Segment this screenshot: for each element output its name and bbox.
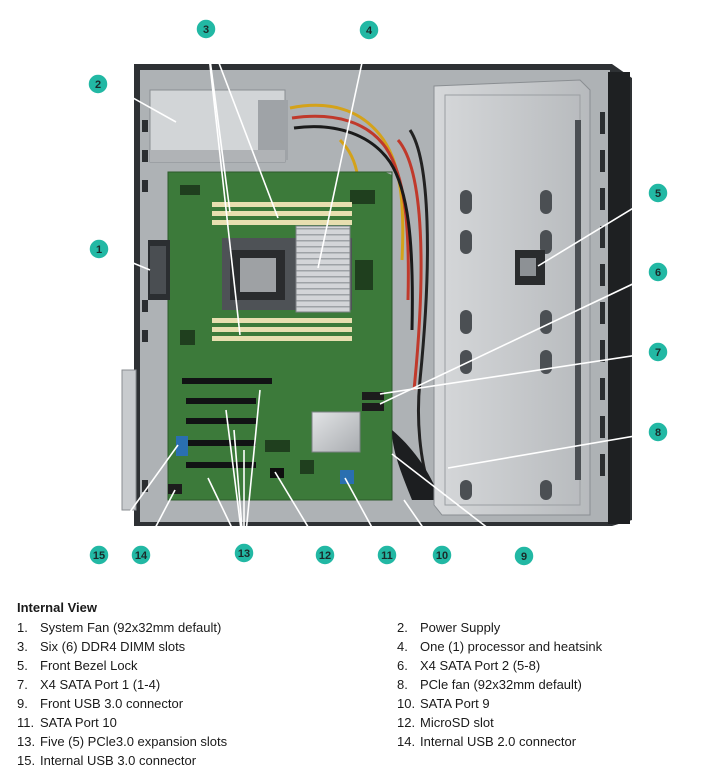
drive-cage-holes [460, 120, 581, 500]
legend-label: Internal USB 3.0 connector [40, 753, 197, 768]
processor-heatsink [222, 225, 352, 313]
legend-number: 2. [397, 620, 408, 635]
callout-1: 1 [88, 238, 110, 260]
legend-number: 14. [397, 734, 416, 749]
callout-3: 3 [195, 18, 217, 40]
svg-text:12: 12 [319, 550, 331, 562]
legend-label: Six (6) DDR4 DIMM slots [40, 639, 186, 654]
legend-item: 5. Front Bezel Lock [17, 657, 397, 675]
legend-label: X4 SATA Port 1 (1-4) [40, 677, 161, 692]
legend-item: 7. X4 SATA Port 1 (1-4) [17, 676, 397, 694]
legend-item: 3. Six (6) DDR4 DIMM slots [17, 638, 397, 656]
svg-text:14: 14 [135, 550, 148, 562]
callout-8: 8 [647, 421, 669, 443]
callout-6: 6 [647, 261, 669, 283]
legend-item: 4. One (1) processor and heatsink [397, 638, 697, 656]
svg-text:15: 15 [93, 550, 105, 562]
svg-text:8: 8 [655, 427, 661, 439]
callout-5: 5 [647, 182, 669, 204]
legend-number: 15. [17, 753, 36, 768]
legend-item: 14. Internal USB 2.0 connector [397, 733, 697, 751]
server-internal-view-diagram: 1 2 3 4 5 6 7 8 9 10 11 12 13 14 15 [87, 18, 669, 567]
drive-cage [433, 79, 591, 516]
legend-number: 3. [17, 639, 28, 654]
legend-number: 8. [397, 677, 408, 692]
svg-text:2: 2 [95, 79, 101, 91]
callout-7: 7 [647, 341, 669, 363]
board-connectors [168, 392, 384, 494]
legend-label: Internal USB 2.0 connector [420, 734, 577, 749]
rear-io-bracket [121, 369, 137, 511]
legend-number: 13. [17, 734, 36, 749]
legend-number: 11. [17, 715, 35, 730]
legend: Internal View 1. System Fan (92x32mm defa… [17, 600, 697, 770]
legend-number: 12. [397, 715, 416, 730]
legend-number: 10. [397, 696, 416, 711]
svg-text:10: 10 [436, 550, 448, 562]
svg-text:13: 13 [238, 548, 250, 560]
legend-number: 4. [397, 639, 408, 654]
legend-number: 7. [17, 677, 28, 692]
legend-item: 1. System Fan (92x32mm default) [17, 619, 397, 637]
legend-item: 8. PCle fan (92x32mm default) [397, 676, 697, 694]
callout-10: 10 [431, 544, 453, 566]
legend-number: 9. [17, 696, 28, 711]
callout-4: 4 [358, 19, 380, 41]
system-fan [148, 240, 170, 300]
legend-label: Front Bezel Lock [40, 658, 138, 673]
legend-item: 11. SATA Port 10 [17, 714, 397, 732]
legend-label: System Fan (92x32mm default) [40, 620, 222, 635]
legend-label: Front USB 3.0 connector [40, 696, 184, 711]
legend-label: SATA Port 10 [40, 715, 117, 730]
callout-markers: 1 2 3 4 5 6 7 8 9 10 11 12 13 14 15 [87, 18, 669, 567]
svg-text:7: 7 [655, 347, 661, 359]
legend-label: PCle fan (92x32mm default) [420, 677, 582, 692]
chassis-vent-slots [142, 112, 605, 492]
chipset-heatsink [311, 411, 361, 453]
legend-item: 10. SATA Port 9 [397, 695, 697, 713]
svg-text:1: 1 [96, 244, 102, 256]
legend-item: 2. Power Supply [397, 619, 697, 637]
legend-label: SATA Port 9 [420, 696, 490, 711]
legend-label: One (1) processor and heatsink [420, 639, 603, 654]
legend-item: 6. X4 SATA Port 2 (5-8) [397, 657, 697, 675]
svg-text:6: 6 [655, 267, 661, 279]
legend-label: X4 SATA Port 2 (5-8) [420, 658, 541, 673]
legend-item: 13. Five (5) PCle3.0 expansion slots [17, 733, 397, 751]
callout-15: 15 [88, 544, 110, 566]
legend-grid: 1. System Fan (92x32mm default) 2. Power S… [17, 619, 697, 770]
callout-14: 14 [130, 544, 152, 566]
svg-text:5: 5 [655, 188, 661, 200]
callout-11: 11 [376, 544, 398, 566]
legend-label: Power Supply [420, 620, 501, 635]
svg-text:4: 4 [366, 25, 373, 37]
legend-number: 5. [17, 658, 28, 673]
legend-number: 6. [397, 658, 408, 673]
dimm-slots [212, 202, 352, 341]
svg-text:11: 11 [381, 550, 393, 562]
callout-2: 2 [87, 73, 109, 95]
svg-text:9: 9 [521, 551, 527, 563]
legend-label: Five (5) PCle3.0 expansion slots [40, 734, 228, 749]
pcie-slots [182, 378, 272, 468]
legend-number: 1. [17, 620, 28, 635]
legend-label: MicroSD slot [420, 715, 494, 730]
leader-lines [98, 28, 659, 557]
legend-item: 15. Internal USB 3.0 connector [17, 752, 397, 770]
callout-9: 9 [513, 545, 535, 567]
legend-item: 9. Front USB 3.0 connector [17, 695, 397, 713]
callout-12: 12 [314, 544, 336, 566]
legend-title: Internal View [17, 600, 97, 615]
callout-13: 13 [233, 542, 255, 564]
board-components [180, 185, 375, 474]
svg-text:3: 3 [203, 24, 209, 36]
legend-item: 12. MicroSD slot [397, 714, 697, 732]
